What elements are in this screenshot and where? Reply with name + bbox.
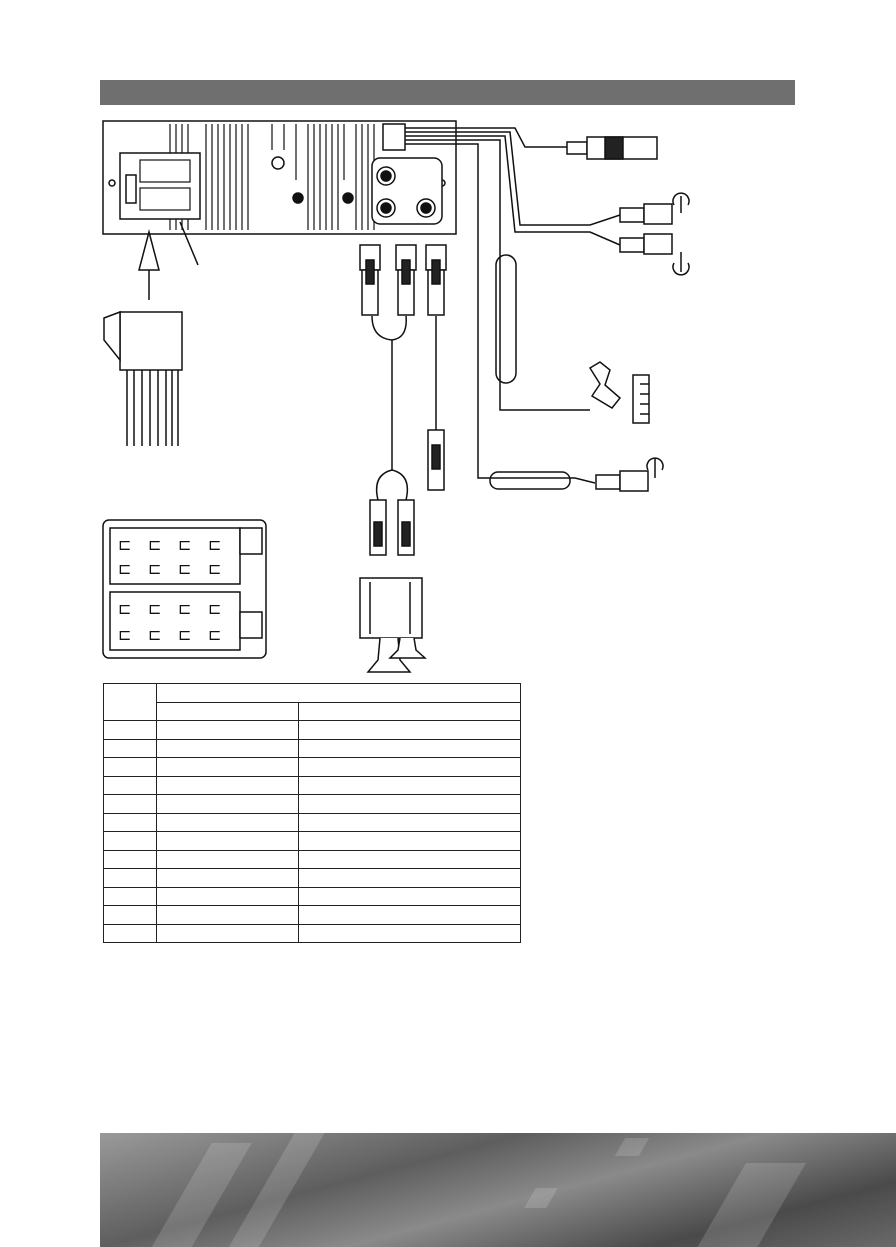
- svg-text:⊏: ⊏: [148, 625, 161, 644]
- svg-text:⊏: ⊏: [208, 535, 221, 554]
- table-row: [103, 905, 521, 925]
- svg-text:⊏: ⊏: [148, 599, 161, 618]
- table-row: [103, 775, 521, 795]
- table-row: [103, 738, 521, 758]
- svg-text:⊏: ⊏: [118, 559, 131, 578]
- svg-text:⊏: ⊏: [178, 599, 191, 618]
- table-header-sub: [298, 701, 521, 721]
- amplifier: [359, 577, 427, 673]
- table-row: [103, 812, 521, 832]
- svg-text:⊏: ⊏: [208, 599, 221, 618]
- svg-text:⊏: ⊏: [118, 535, 131, 554]
- svg-text:⊏: ⊏: [208, 625, 221, 644]
- cable-bundle: [405, 127, 621, 490]
- table-header-top: [156, 683, 521, 703]
- table-row: [103, 831, 521, 851]
- svg-text:⊏: ⊏: [178, 625, 191, 644]
- footer-decorative-band: [100, 1133, 896, 1247]
- power-plug: [566, 136, 658, 160]
- table-row: [103, 868, 521, 888]
- table-row: [103, 849, 521, 869]
- svg-text:⊏: ⊏: [178, 559, 191, 578]
- svg-text:⊏: ⊏: [118, 599, 131, 618]
- svg-text:⊏: ⊏: [148, 559, 161, 578]
- svg-text:⊏: ⊏: [118, 625, 131, 644]
- table-row: [103, 757, 521, 777]
- svg-text:⊏: ⊏: [178, 535, 191, 554]
- accessory-icon: [588, 361, 650, 424]
- pin-assignment-table: [103, 683, 521, 943]
- svg-text:⊏: ⊏: [148, 535, 161, 554]
- table-row: [103, 886, 521, 906]
- table-row: [103, 794, 521, 814]
- connector-plug: [103, 221, 199, 446]
- svg-text:⊏: ⊏: [208, 559, 221, 578]
- table-corner: [103, 683, 157, 721]
- head-unit-rear: [102, 120, 457, 235]
- section-title-bar: [100, 80, 795, 105]
- iso-connector-face: ⊏ ⊏ ⊏ ⊏ ⊏ ⊏ ⊏ ⊏ ⊏ ⊏ ⊏ ⊏ ⊏ ⊏ ⊏ ⊏: [102, 519, 267, 659]
- antenna-connectors: [595, 192, 690, 492]
- rca-cables: [359, 244, 447, 556]
- table-header-sub: [156, 701, 299, 721]
- table-row: [103, 720, 521, 740]
- table-row: [103, 923, 521, 943]
